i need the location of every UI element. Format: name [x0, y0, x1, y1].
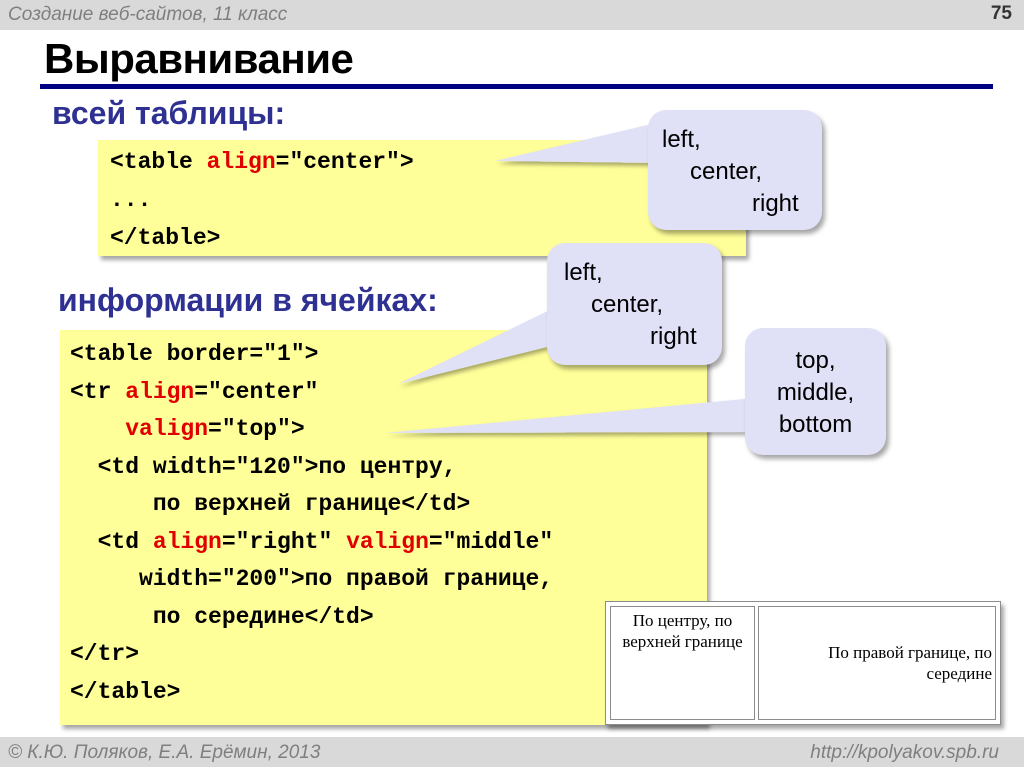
- code-text: ="top">: [208, 416, 305, 442]
- code-text: </table>: [70, 678, 181, 705]
- callout-text: bottom: [778, 411, 853, 438]
- code-text: <td width="120">по центру,: [70, 453, 457, 480]
- code-line: по середине</td>: [70, 599, 553, 637]
- callout-text: top,: [795, 347, 836, 374]
- callout-text: right: [650, 323, 697, 350]
- code-lines: <table align="center">... </table>: [110, 143, 414, 257]
- callout-text: center,: [591, 291, 664, 318]
- code-line: ...: [110, 181, 414, 219]
- code-text: <td: [70, 528, 153, 555]
- code-line: <table align="center">: [110, 143, 414, 181]
- section2-heading: информации в ячейках:: [58, 282, 438, 318]
- cell-text: По правой границе, по середине: [828, 643, 992, 683]
- rendered-table-example: По центру, по верхней границе По правой …: [605, 601, 1001, 725]
- code-keyword: align: [152, 528, 222, 555]
- code-text: [70, 416, 125, 442]
- code-line: </tr>: [70, 636, 553, 674]
- code-line: </table>: [110, 219, 414, 257]
- code-block-cells: <table border="1"><tr align="center" val…: [60, 330, 707, 725]
- code-line: по верхней границе</td>: [70, 486, 553, 524]
- code-line: <td width="120">по центру,: [70, 449, 553, 487]
- code-lines: <table border="1"><tr align="center" val…: [70, 336, 553, 711]
- slide-title: Выравнивание: [44, 35, 354, 82]
- callout-cell-align-values: left, center, right: [547, 243, 722, 365]
- code-text: ="center">: [275, 149, 414, 175]
- code-text: по середине</td>: [70, 603, 374, 630]
- table-cell-middle-right: По правой границе, по середине: [758, 606, 996, 720]
- code-text: </tr>: [70, 641, 140, 667]
- callout-text: middle,: [776, 379, 855, 406]
- copyright: © К.Ю. Поляков, Е.А. Ерёмин, 2013: [8, 742, 321, 763]
- code-text: <tr: [70, 378, 126, 405]
- section1-heading: всей таблицы:: [52, 95, 286, 131]
- code-line: <td align="right" valign="middle": [70, 524, 554, 562]
- title-divider: [40, 84, 993, 89]
- header-bar: Создание веб-сайтов, 11 класс 75: [0, 0, 1024, 30]
- callout-text: left,: [564, 259, 603, 286]
- course-title: Создание веб-сайтов, 11 класс: [8, 4, 288, 25]
- code-text: </table>: [110, 225, 221, 251]
- code-line: <tr align="center": [70, 374, 553, 412]
- footer-bar: © К.Ю. Поляков, Е.А. Ерёмин, 2013 http:/…: [0, 737, 1024, 767]
- callout-valign-values: top, middle, bottom: [745, 328, 886, 455]
- code-line: valign="top">: [70, 411, 553, 449]
- code-keyword: align: [206, 149, 276, 175]
- code-line: <table border="1">: [70, 336, 553, 374]
- callout-text: right: [752, 190, 799, 217]
- code-text: ...: [110, 187, 152, 213]
- callout-table-align-values: left, center, right: [648, 110, 822, 230]
- code-text: width="200">по правой границе,: [70, 566, 554, 592]
- page-number: 75: [990, 3, 1012, 24]
- code-line: width="200">по правой границе,: [70, 561, 553, 599]
- code-text: ="right": [221, 528, 347, 555]
- callout-text: left,: [662, 126, 701, 153]
- code-text: по верхней границе</td>: [70, 491, 471, 517]
- code-text: ="middle": [428, 528, 554, 555]
- table-cell-top-center: По центру, по верхней границе: [610, 606, 755, 720]
- code-line: </table>: [70, 674, 553, 712]
- code-keyword: valign: [346, 528, 429, 555]
- code-keyword: align: [125, 378, 195, 405]
- code-keyword: valign: [125, 416, 209, 442]
- code-text: ="center": [194, 378, 319, 405]
- code-text: <table: [110, 149, 207, 175]
- code-text: <table border="1">: [70, 341, 319, 367]
- callout-text: center,: [690, 158, 763, 185]
- site-url[interactable]: http://kpolyakov.spb.ru: [810, 742, 999, 763]
